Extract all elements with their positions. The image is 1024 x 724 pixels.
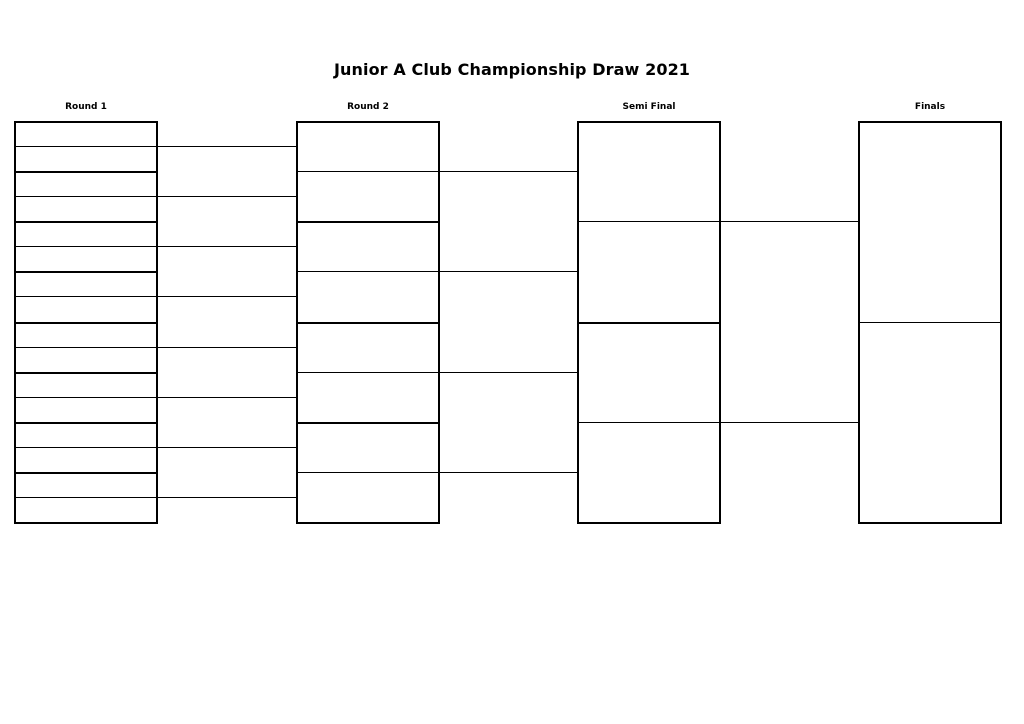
round1-match-box bbox=[14, 121, 158, 174]
match-box-col2 bbox=[296, 321, 440, 424]
slot-cell bbox=[577, 322, 721, 422]
round2-heading: Round 2 bbox=[347, 102, 389, 112]
round1-match-box bbox=[14, 221, 158, 274]
connector-line bbox=[158, 346, 296, 348]
connector-line bbox=[440, 471, 577, 473]
slot-cell bbox=[296, 422, 440, 472]
slot-cell bbox=[858, 322, 1002, 523]
slot-cell bbox=[296, 271, 440, 321]
connector-line bbox=[440, 371, 577, 373]
slot-cell bbox=[296, 171, 440, 221]
match-divider bbox=[577, 221, 721, 223]
match-divider bbox=[14, 196, 158, 198]
round1-match-box bbox=[14, 371, 158, 424]
round1-match-box bbox=[14, 271, 158, 324]
match-box-col3 bbox=[577, 321, 721, 524]
match-box-col3 bbox=[577, 121, 721, 324]
round1-match-box bbox=[14, 471, 158, 524]
connector-line bbox=[158, 146, 296, 148]
slot-cell bbox=[858, 121, 1002, 322]
connector-line bbox=[721, 421, 858, 423]
round1-match-box bbox=[14, 321, 158, 374]
match-divider bbox=[14, 396, 158, 398]
match-divider bbox=[577, 421, 721, 423]
match-divider bbox=[14, 346, 158, 348]
slot-cell bbox=[296, 372, 440, 422]
connector-line bbox=[158, 446, 296, 448]
finals-heading: Finals bbox=[914, 102, 946, 112]
connector-line bbox=[158, 496, 296, 498]
match-divider bbox=[296, 171, 440, 173]
match-divider bbox=[14, 446, 158, 448]
match-box-col4 bbox=[858, 121, 1002, 524]
round1-heading: Round 1 bbox=[65, 102, 107, 112]
match-divider bbox=[14, 146, 158, 148]
match-divider bbox=[296, 471, 440, 473]
slot-cell bbox=[296, 221, 440, 271]
semi-final-heading: Semi Final bbox=[622, 102, 676, 112]
match-divider bbox=[858, 321, 1002, 323]
connector-line bbox=[721, 221, 858, 223]
page-title: Junior A Club Championship Draw 2021 bbox=[333, 60, 691, 79]
round1-match-box bbox=[14, 421, 158, 474]
slot-cell bbox=[577, 221, 721, 321]
match-divider bbox=[296, 371, 440, 373]
connector-line bbox=[158, 396, 296, 398]
slot-cell bbox=[296, 121, 440, 171]
connector-line bbox=[440, 171, 577, 173]
match-divider bbox=[14, 246, 158, 248]
connector-line bbox=[440, 271, 577, 273]
slot-cell bbox=[577, 422, 721, 522]
slot-cell bbox=[296, 472, 440, 522]
match-divider bbox=[14, 496, 158, 498]
match-box-col2 bbox=[296, 221, 440, 324]
round1-match-box bbox=[14, 171, 158, 224]
match-box-col2 bbox=[296, 121, 440, 224]
connector-line bbox=[158, 196, 296, 198]
match-divider bbox=[296, 271, 440, 273]
match-divider bbox=[14, 296, 158, 298]
connector-line bbox=[158, 246, 296, 248]
slot-cell bbox=[296, 322, 440, 372]
slot-cell bbox=[577, 121, 721, 221]
match-box-col2 bbox=[296, 421, 440, 524]
connector-line bbox=[158, 296, 296, 298]
